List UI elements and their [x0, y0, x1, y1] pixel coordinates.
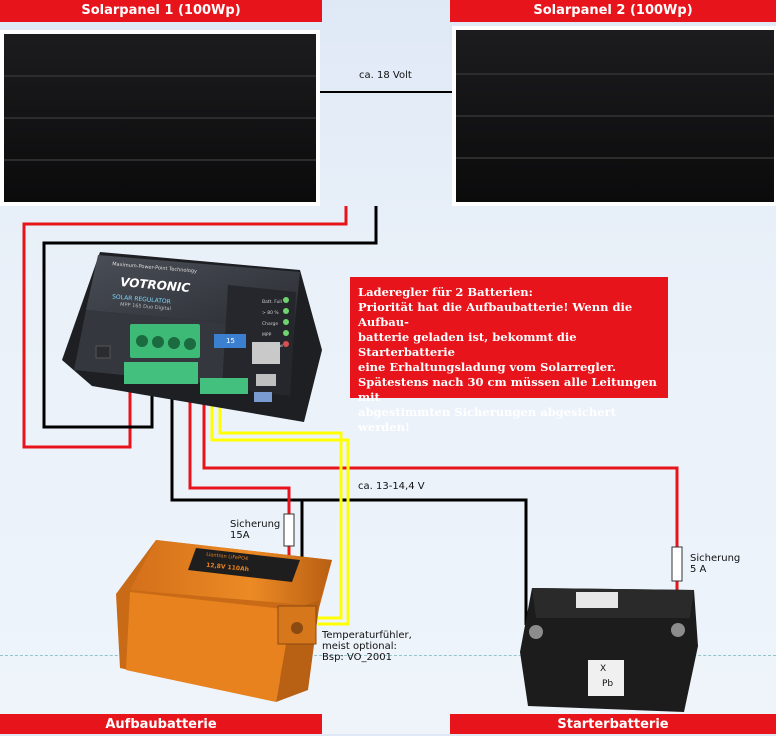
solar-plus-wire — [22, 206, 348, 449]
charge-controller — [62, 252, 322, 422]
solarpanel-2 — [452, 26, 776, 206]
info-box: Laderegler für 2 Batterien: Priorität ha… — [350, 277, 668, 434]
fuse-15a-label-2: 15A — [230, 530, 250, 541]
controller-led-1: Batt. Full — [262, 300, 282, 305]
starterbatterie — [520, 588, 698, 712]
aufbaubatterie — [116, 540, 332, 702]
solar-minus-wire — [42, 206, 378, 429]
temp-sensor-label-3: Bsp: VO_2001 — [322, 652, 392, 663]
fuse-15a-label-1: Sicherung — [230, 519, 281, 530]
controller-led-2: > 80 % — [262, 311, 279, 316]
controller-led-4: MPP — [262, 333, 272, 338]
temp-sensor-label-2: meist optional: — [322, 641, 397, 652]
battery-voltage-label: ca. 13-14,4 V — [358, 481, 425, 492]
ground-line — [0, 655, 776, 656]
info-line-2: Priorität hat die Aufbaubatterie! Wenn d… — [358, 300, 633, 329]
header-aufbaubatterie: Aufbaubatterie — [0, 714, 322, 734]
temp-sensor-wire-1 — [210, 392, 350, 626]
fuse-5a-label-2: 5 A — [690, 564, 707, 575]
fuse-5a — [671, 546, 683, 582]
battery2-minus-wire — [302, 498, 528, 625]
controller-fuse-value: 15 — [226, 337, 235, 345]
header-starterbatterie: Starterbatterie — [450, 714, 776, 734]
battery1-minus-wire — [170, 392, 304, 610]
temp-sensor-wire-2 — [218, 392, 343, 620]
panel-voltage-label: ca. 18 Volt — [359, 70, 412, 81]
solarpanel-1 — [0, 30, 320, 206]
battery2-symbol-x: X — [600, 664, 607, 674]
fuse-15a — [283, 513, 295, 547]
controller-led-5: Batt. Low — [262, 344, 284, 349]
fuse-5a-label-1: Sicherung — [690, 553, 741, 564]
temp-sensor-label-1: Temperaturfühler, — [322, 630, 412, 641]
header-solarpanel-1: Solarpanel 1 (100Wp) — [0, 0, 322, 22]
info-line-1: Laderegler für 2 Batterien: — [358, 285, 533, 299]
info-line-3: batterie geladen ist, bekommt die Starte… — [358, 330, 577, 359]
controller-led-3: Charge — [262, 322, 279, 327]
battery1-plus-wire — [188, 392, 291, 612]
header-solarpanel-2: Solarpanel 2 (100Wp) — [450, 0, 776, 22]
info-line-6: abgestimmten Sicherungen abgesichert wer… — [358, 405, 616, 434]
info-line-5: Spätestens nach 30 cm müssen alle Leitun… — [358, 375, 657, 404]
info-line-4: eine Erhaltungsladung vom Solarregler. — [358, 360, 617, 374]
battery2-symbol-pb: Pb — [602, 679, 614, 689]
